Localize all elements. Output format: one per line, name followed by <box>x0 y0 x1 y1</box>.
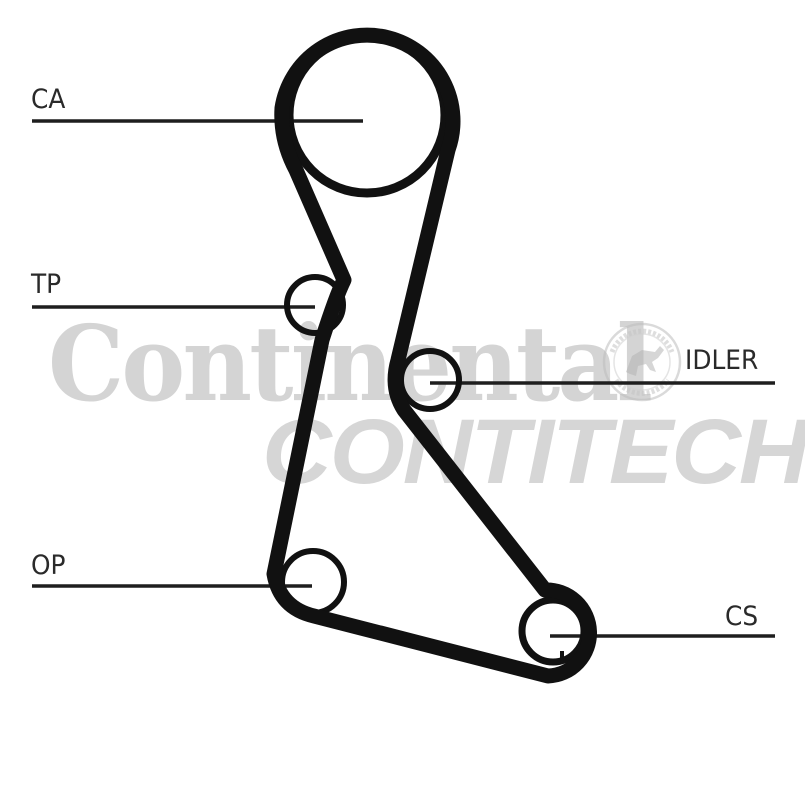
label-tp: TP <box>31 269 62 300</box>
horse-seal-icon <box>602 322 682 402</box>
cs-key-notch <box>560 651 570 662</box>
pulley-idler <box>398 348 462 412</box>
label-ca: CA <box>31 84 66 115</box>
label-cs: CS <box>725 601 759 632</box>
label-op: OP <box>31 550 66 581</box>
pulley-tp <box>284 274 346 336</box>
watermark-contitech: CONTITECH <box>262 401 805 503</box>
watermark-continental: Continental <box>48 302 653 425</box>
label-idler: IDLER <box>685 345 759 376</box>
timing-belt <box>266 27 598 684</box>
